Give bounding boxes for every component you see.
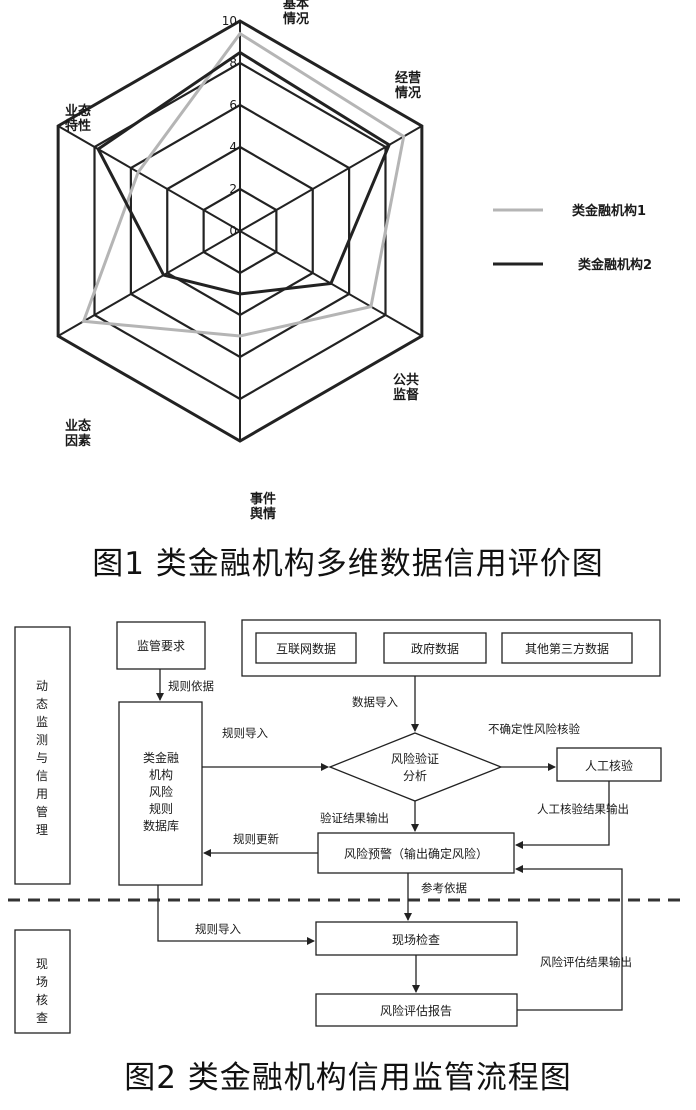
radar-axis-label-2: 公共监督 <box>393 372 419 403</box>
radar-axis-label-1: 经营情况 <box>395 70 421 101</box>
source-government-label: 政府数据 <box>411 641 459 656</box>
side-char: 理 <box>36 823 48 837</box>
box-risk-warning-label: 风险预警（输出确定风险） <box>344 846 488 861</box>
side-char: 监 <box>36 715 48 729</box>
decision-risk-verification <box>328 732 503 802</box>
label-verify-output: 验证结果输出 <box>320 811 389 825</box>
box-manual-check <box>556 747 662 782</box>
side-char: 信 <box>36 769 48 783</box>
radar-tick-label: 8 <box>229 56 237 70</box>
side-char: 现 <box>36 957 48 971</box>
radar-tick-label: 0 <box>229 224 237 238</box>
box-regulatory-requirement-label: 监管要求 <box>137 638 185 653</box>
source-internet <box>255 632 357 664</box>
db-label-line: 数据库 <box>143 818 179 833</box>
box-risk-warning <box>317 832 515 874</box>
side-char: 用 <box>36 787 48 801</box>
radar-spoke-5 <box>57 125 241 232</box>
label-rule-import: 规则导入 <box>222 726 268 740</box>
legend-label-series2: 类金融机构2 <box>578 257 652 273</box>
label-rule-basis: 规则依据 <box>168 679 214 693</box>
radar-tick-label: 10 <box>222 14 237 28</box>
decision-label-line2: 分析 <box>403 769 427 783</box>
box-rule-database <box>118 701 203 886</box>
radar-axis-label-4: 业态因素 <box>65 418 91 449</box>
label-eval-output: 风险评估结果输出 <box>540 955 632 969</box>
figure2-caption: 图2 类金融机构信用监管流程图 <box>124 1060 572 1096</box>
radar-axis-label-5: 业态特性 <box>65 103 91 134</box>
radar-series <box>81 31 406 338</box>
box-onsite-inspection-label: 现场检查 <box>392 932 440 947</box>
decision-label-line1: 风险验证 <box>391 751 439 766</box>
radar-grid <box>56 19 424 443</box>
label-manual-output: 人工核验结果输出 <box>537 802 629 816</box>
label-rule-update: 规则更新 <box>233 832 279 846</box>
radar-tick-label: 6 <box>229 98 237 112</box>
side-char: 场 <box>36 975 48 989</box>
source-internet-label: 互联网数据 <box>276 641 336 656</box>
side-char: 测 <box>36 733 48 747</box>
radar-spoke-1 <box>239 125 423 232</box>
figure1-caption: 图1 类金融机构多维数据信用评价图 <box>92 546 604 582</box>
box-regulatory-requirement <box>116 621 206 670</box>
source-third-party <box>501 632 633 664</box>
source-third-party-label: 其他第三方数据 <box>525 641 609 656</box>
db-label-line: 类金融 <box>143 750 179 765</box>
side-char: 管 <box>36 804 48 819</box>
radar-axis-label-0: 基本情况 <box>282 0 309 27</box>
legend-label-series1: 类金融机构1 <box>572 203 646 219</box>
box-manual-check-label: 人工核验 <box>585 758 633 773</box>
radar-series-2 <box>96 50 392 296</box>
side-char: 态 <box>36 697 48 711</box>
db-label-line: 规则 <box>149 801 173 816</box>
box-onsite-inspection <box>315 921 518 956</box>
side-box-onsite <box>14 929 71 1034</box>
side-char: 核 <box>36 993 48 1007</box>
db-label-line: 风险 <box>149 784 173 799</box>
radar-tick-label: 4 <box>229 140 237 154</box>
radar-series-1 <box>81 31 406 338</box>
label-data-import: 数据导入 <box>352 695 398 709</box>
radar-axis-label-3: 事件舆情 <box>250 491 276 522</box>
label-reference: 参考依据 <box>421 881 467 895</box>
arrow-report-to-warning <box>515 865 623 1011</box>
arrow-manual-to-warning <box>515 781 610 849</box>
arrow-db-to-inspection <box>157 885 315 945</box>
side-char: 查 <box>36 1011 48 1025</box>
side-char: 与 <box>36 751 48 765</box>
radar-tick-label: 2 <box>229 182 237 196</box>
db-label-line: 机构 <box>149 767 173 782</box>
legend: 类金融机构1 类金融机构2 <box>493 203 652 273</box>
radar-ticks: 0 2 4 6 8 10 <box>222 14 237 238</box>
box-risk-report-label: 风险评估报告 <box>380 1003 452 1018</box>
source-government <box>383 632 487 664</box>
radar-spoke-4 <box>57 230 241 337</box>
side-char: 动 <box>36 679 48 693</box>
label-uncertain-check: 不确定性风险核验 <box>488 722 580 736</box>
label-rule-import-2: 规则导入 <box>195 922 241 936</box>
side-box-dynamic <box>14 626 71 885</box>
